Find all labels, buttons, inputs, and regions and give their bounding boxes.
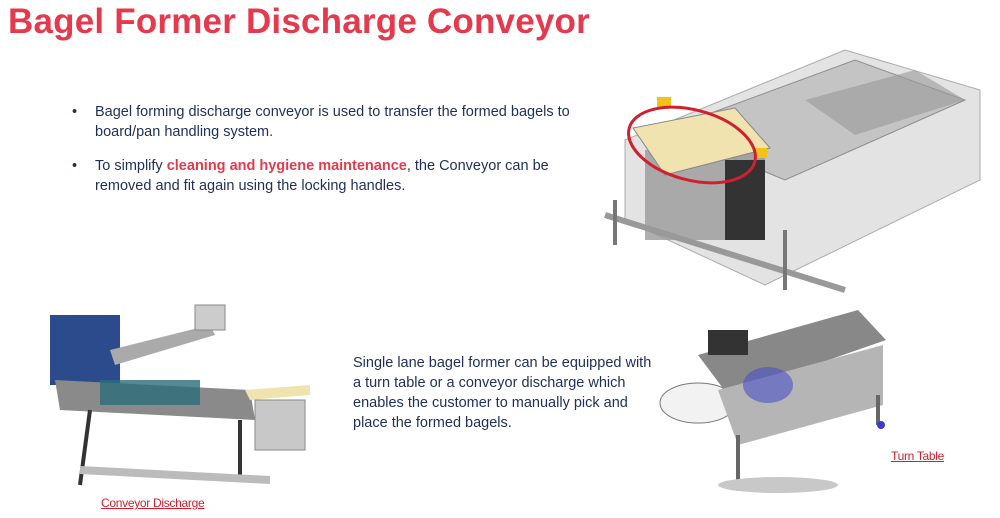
turn-table-link[interactable]: Turn Table [891,449,945,463]
conveyor-discharge-image [50,304,310,486]
turn-table-image [659,310,886,493]
bagel-former-machine-image [604,49,981,293]
bullet-text: Bagel forming discharge conveyor is used… [95,104,570,140]
conveyor-discharge-link[interactable]: Conveyor Discharge [101,496,205,510]
highlight-text: cleaning and hygiene maintenance [166,158,407,174]
description-text: Single lane bagel former can be equipped… [353,355,652,431]
bullet-text: , the Conveyor can be removed and fit ag… [95,158,549,194]
bullet-text: To simplify [95,158,167,174]
bullet-item: Bagel forming discharge conveyor is used… [70,102,590,142]
page-title: Bagel Former Discharge Conveyor [8,2,590,41]
bullet-item: To simplify cleaning and hygiene mainten… [70,156,590,196]
bullet-list: Bagel forming discharge conveyor is used… [70,102,590,210]
